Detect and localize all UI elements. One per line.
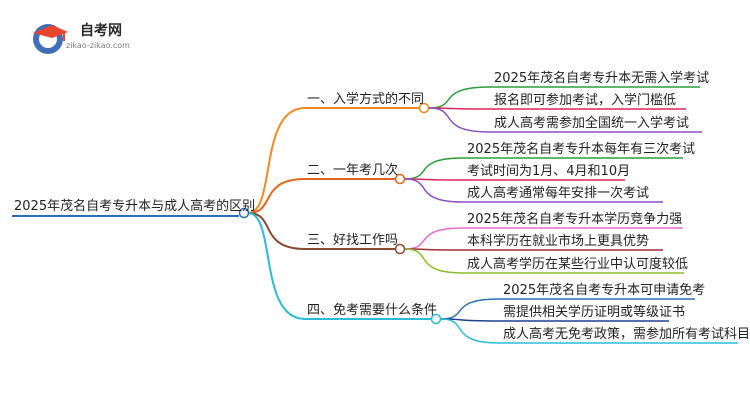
branch-connector <box>247 212 306 320</box>
leaf-text: 成人高考学历在某些行业中认可度较低 <box>467 257 689 272</box>
mindmap-root-label: 2025年茂名自考专升本与成人高考的区别 <box>14 199 256 214</box>
leaf-text: 2025年茂名自考专升本无需入学考试 <box>494 71 710 86</box>
branch-label-entry: 一、入学方式的不同 <box>307 92 425 107</box>
branch-connector <box>247 178 306 214</box>
leaf-text: 报名即可参加考试，入学门槛低 <box>494 93 677 108</box>
leaf-connector <box>440 298 500 320</box>
logo-url: zikao-zikao.com <box>66 41 130 50</box>
leaf-connector <box>428 107 491 133</box>
branch-connector <box>247 107 306 214</box>
graduation-cap-icon <box>33 24 68 54</box>
leaf-text: 2025年茂名自考专升本可申请免考 <box>503 283 706 298</box>
leaf-connector <box>404 178 464 203</box>
branch-node <box>430 313 442 325</box>
leaf-text: 需提供相关学历证明或等级证书 <box>503 305 686 320</box>
leaf-text: 成人高考无免考政策，需参加所有考试科目 <box>503 327 750 342</box>
branch-connector <box>247 212 306 250</box>
leaf-connector <box>404 227 464 250</box>
leaf-text: 2025年茂名自考专升本学历竞争力强 <box>467 212 683 227</box>
leaf-connector <box>404 248 464 274</box>
branch-label-exemption: 四、免考需要什么条件 <box>307 303 438 318</box>
leaf-connector <box>404 157 464 180</box>
branch-label-frequency: 二、一年考几次 <box>307 163 399 178</box>
branch-label-employment: 三、好找工作吗 <box>307 233 399 248</box>
leaf-text: 成人高考需参加全国统一入学考试 <box>494 116 690 131</box>
branch-node <box>394 243 406 255</box>
leaf-text: 2025年茂名自考专升本每年有三次考试 <box>467 142 696 157</box>
root-node <box>238 207 250 219</box>
leaf-connector <box>428 86 491 109</box>
leaf-connector <box>440 318 500 344</box>
site-logo[interactable]: 自考网 zikao-zikao.com <box>30 17 140 57</box>
leaf-text: 成人高考通常每年安排一次考试 <box>467 186 650 201</box>
leaf-text: 考试时间为1月、4月和10月 <box>467 164 631 179</box>
branch-node <box>394 173 406 185</box>
logo-title: 自考网 <box>80 23 122 39</box>
leaf-text: 本科学历在就业市场上更具优势 <box>467 234 650 249</box>
branch-node <box>418 102 430 114</box>
